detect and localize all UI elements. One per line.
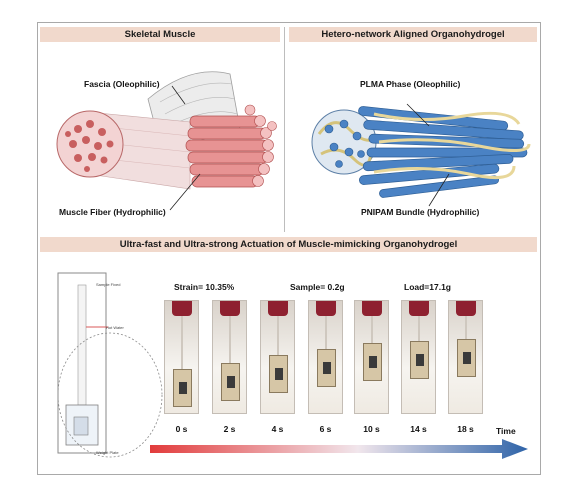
apparatus-schematic xyxy=(57,272,163,458)
hetero-network-header: Hetero-network Aligned Organohydrogel xyxy=(289,27,537,42)
frame-time-label: 10 s xyxy=(363,424,380,434)
actuation-photo-frame xyxy=(401,300,436,414)
vertical-divider xyxy=(284,27,285,232)
frame-time-label: 2 s xyxy=(223,424,236,434)
sample-strip xyxy=(465,316,467,339)
actuation-header: Ultra-fast and Ultra-strong Actuation of… xyxy=(40,237,537,252)
frame-time-label: 0 s xyxy=(175,424,188,434)
actuation-photo-frame xyxy=(212,300,247,414)
sample-clamp xyxy=(362,301,382,316)
hanging-weight xyxy=(457,339,476,377)
actuation-photo-frame xyxy=(164,300,199,414)
frame-time-label: 18 s xyxy=(457,424,474,434)
muscle-fiber-label: Muscle Fiber (Hydrophilic) xyxy=(59,207,166,217)
sample-clamp xyxy=(409,301,429,316)
pnipam-bundle-label: PNIPAM Bundle (Hydrophilic) xyxy=(361,207,480,217)
actuation-photo-frame xyxy=(260,300,295,414)
frame-time-label: 6 s xyxy=(319,424,332,434)
sample-strip xyxy=(229,316,231,363)
load-label: Load=17.1g xyxy=(404,282,452,292)
hanging-weight xyxy=(269,355,288,393)
sample-strip xyxy=(325,316,327,349)
hanging-weight xyxy=(317,349,336,387)
strain-label: Strain= 10.35% xyxy=(174,282,235,292)
sample-clamp xyxy=(316,301,336,316)
actuation-photo-frame xyxy=(354,300,389,414)
hanging-weight xyxy=(410,341,429,379)
hanging-weight xyxy=(363,343,382,381)
hot-water-label: Hot Water xyxy=(106,325,124,330)
sample-clamp xyxy=(268,301,288,316)
skeletal-muscle-illustration xyxy=(56,71,277,211)
sample-fixed-label: Sample Fixed xyxy=(96,282,121,287)
fascia-label: Fascia (Oleophilic) xyxy=(84,79,160,89)
sample-strip xyxy=(277,316,279,355)
actuation-photo-frame xyxy=(308,300,343,414)
hanging-weight xyxy=(173,369,192,407)
hanging-weight xyxy=(221,363,240,401)
organohydrogel-illustration xyxy=(311,103,531,207)
sample-clamp xyxy=(172,301,192,316)
sample-clamp xyxy=(456,301,476,316)
sample-mass-label: Sample= 0.2g xyxy=(290,282,345,292)
time-arrow xyxy=(150,439,528,459)
sample-clamp xyxy=(220,301,240,316)
actuation-photo-frame xyxy=(448,300,483,414)
sample-strip xyxy=(418,316,420,341)
plma-phase-label: PLMA Phase (Oleophilic) xyxy=(360,79,461,89)
skeletal-muscle-header: Skeletal Muscle xyxy=(40,27,280,42)
sample-strip xyxy=(371,316,373,343)
weight-plate-label: Weight Plate xyxy=(96,450,119,455)
frame-time-label: 4 s xyxy=(271,424,284,434)
frame-time-label: 14 s xyxy=(410,424,427,434)
sample-strip xyxy=(181,316,183,369)
time-axis-label: Time xyxy=(496,426,516,436)
